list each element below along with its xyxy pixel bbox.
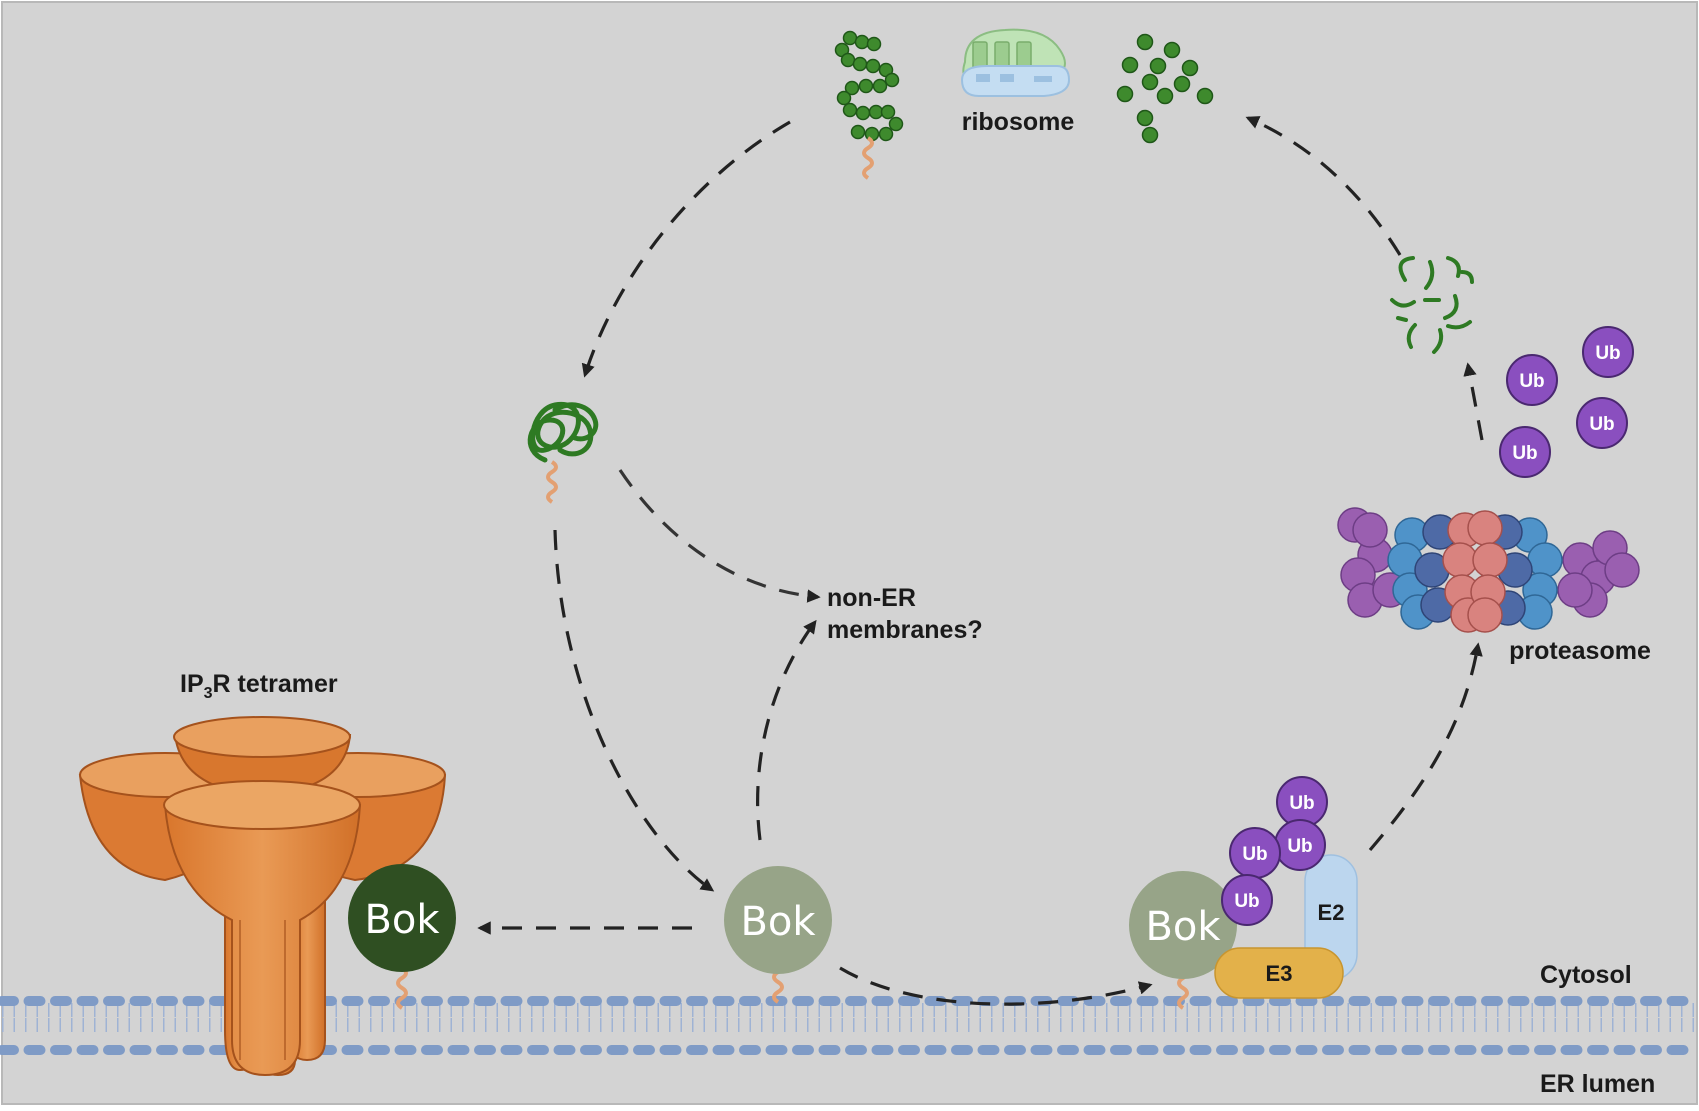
bok-ubiquitinated-label: Bok: [1145, 904, 1221, 950]
e3-ligase: [1214, 947, 1344, 999]
e3-label: E3: [1266, 961, 1293, 986]
ip3r-label-subscript: 3: [204, 685, 213, 702]
proteasome-icon: [1337, 507, 1640, 633]
ub-free-label-2: Ub: [1595, 343, 1620, 364]
arrow-bok-to-nonER: [756, 619, 817, 841]
released-ubiquitins: Ub Ub Ub Ub: [1499, 326, 1634, 478]
cytosol-label: Cytosol: [1540, 961, 1632, 989]
ub-free-label-1: Ub: [1519, 371, 1544, 392]
bok-bound-protein: Bok: [348, 864, 456, 1010]
peptide-fragments-icon: [1390, 256, 1474, 354]
bok-free-protein: Bok: [724, 866, 832, 1004]
ubiquitin-chain: Ub Ub Ub Ub: [1221, 776, 1328, 926]
non-er-label-line1: non-ER: [827, 584, 916, 612]
ip3r-label: IP3R tetramer: [180, 670, 338, 702]
ub-chain-label-3: Ub: [1242, 844, 1267, 865]
ub-chain-label-1: Ub: [1289, 793, 1314, 814]
ribosome-icon: [960, 28, 1071, 97]
ip3r-label-suffix: R tetramer: [213, 670, 338, 698]
ubiquitination-complex: E2 Bok E3 Ub Ub Ub Ub: [1129, 776, 1358, 1010]
ub-chain-label-2: Ub: [1287, 836, 1312, 857]
arrow-fragments-to-aminoacids: [1245, 116, 1402, 256]
proteasome-label: proteasome: [1509, 637, 1651, 665]
ub-free-label-3: Ub: [1589, 414, 1614, 435]
bok-free-label: Bok: [740, 899, 816, 945]
nascent-peptide-icon: [834, 30, 904, 180]
ip3r-label-prefix: IP: [180, 670, 204, 698]
arrow-folding-to-nonER: [618, 469, 821, 603]
er-membrane: [0, 996, 1699, 1055]
arrow-e2-to-proteasome: [1368, 642, 1483, 852]
arrow-ribosome-to-folding: [581, 120, 791, 378]
folding-peptide-icon: [527, 401, 599, 504]
arrow-bok-to-ubiquitination: [839, 966, 1153, 1006]
non-er-label-line2: membranes?: [827, 616, 983, 644]
ub-chain-label-4: Ub: [1234, 891, 1259, 912]
e2-label: E2: [1318, 900, 1345, 925]
ribosome-label: ribosome: [962, 108, 1075, 136]
ip3r-tetramer-icon: [78, 716, 447, 1077]
amino-acids-icon: [1116, 33, 1214, 144]
arrow-proteasome-to-fragments: [1463, 362, 1484, 441]
ub-free-label-4: Ub: [1512, 443, 1537, 464]
pathway-arrows: [477, 116, 1484, 1006]
bok-bound-label: Bok: [364, 897, 440, 943]
er-lumen-label: ER lumen: [1540, 1070, 1655, 1098]
